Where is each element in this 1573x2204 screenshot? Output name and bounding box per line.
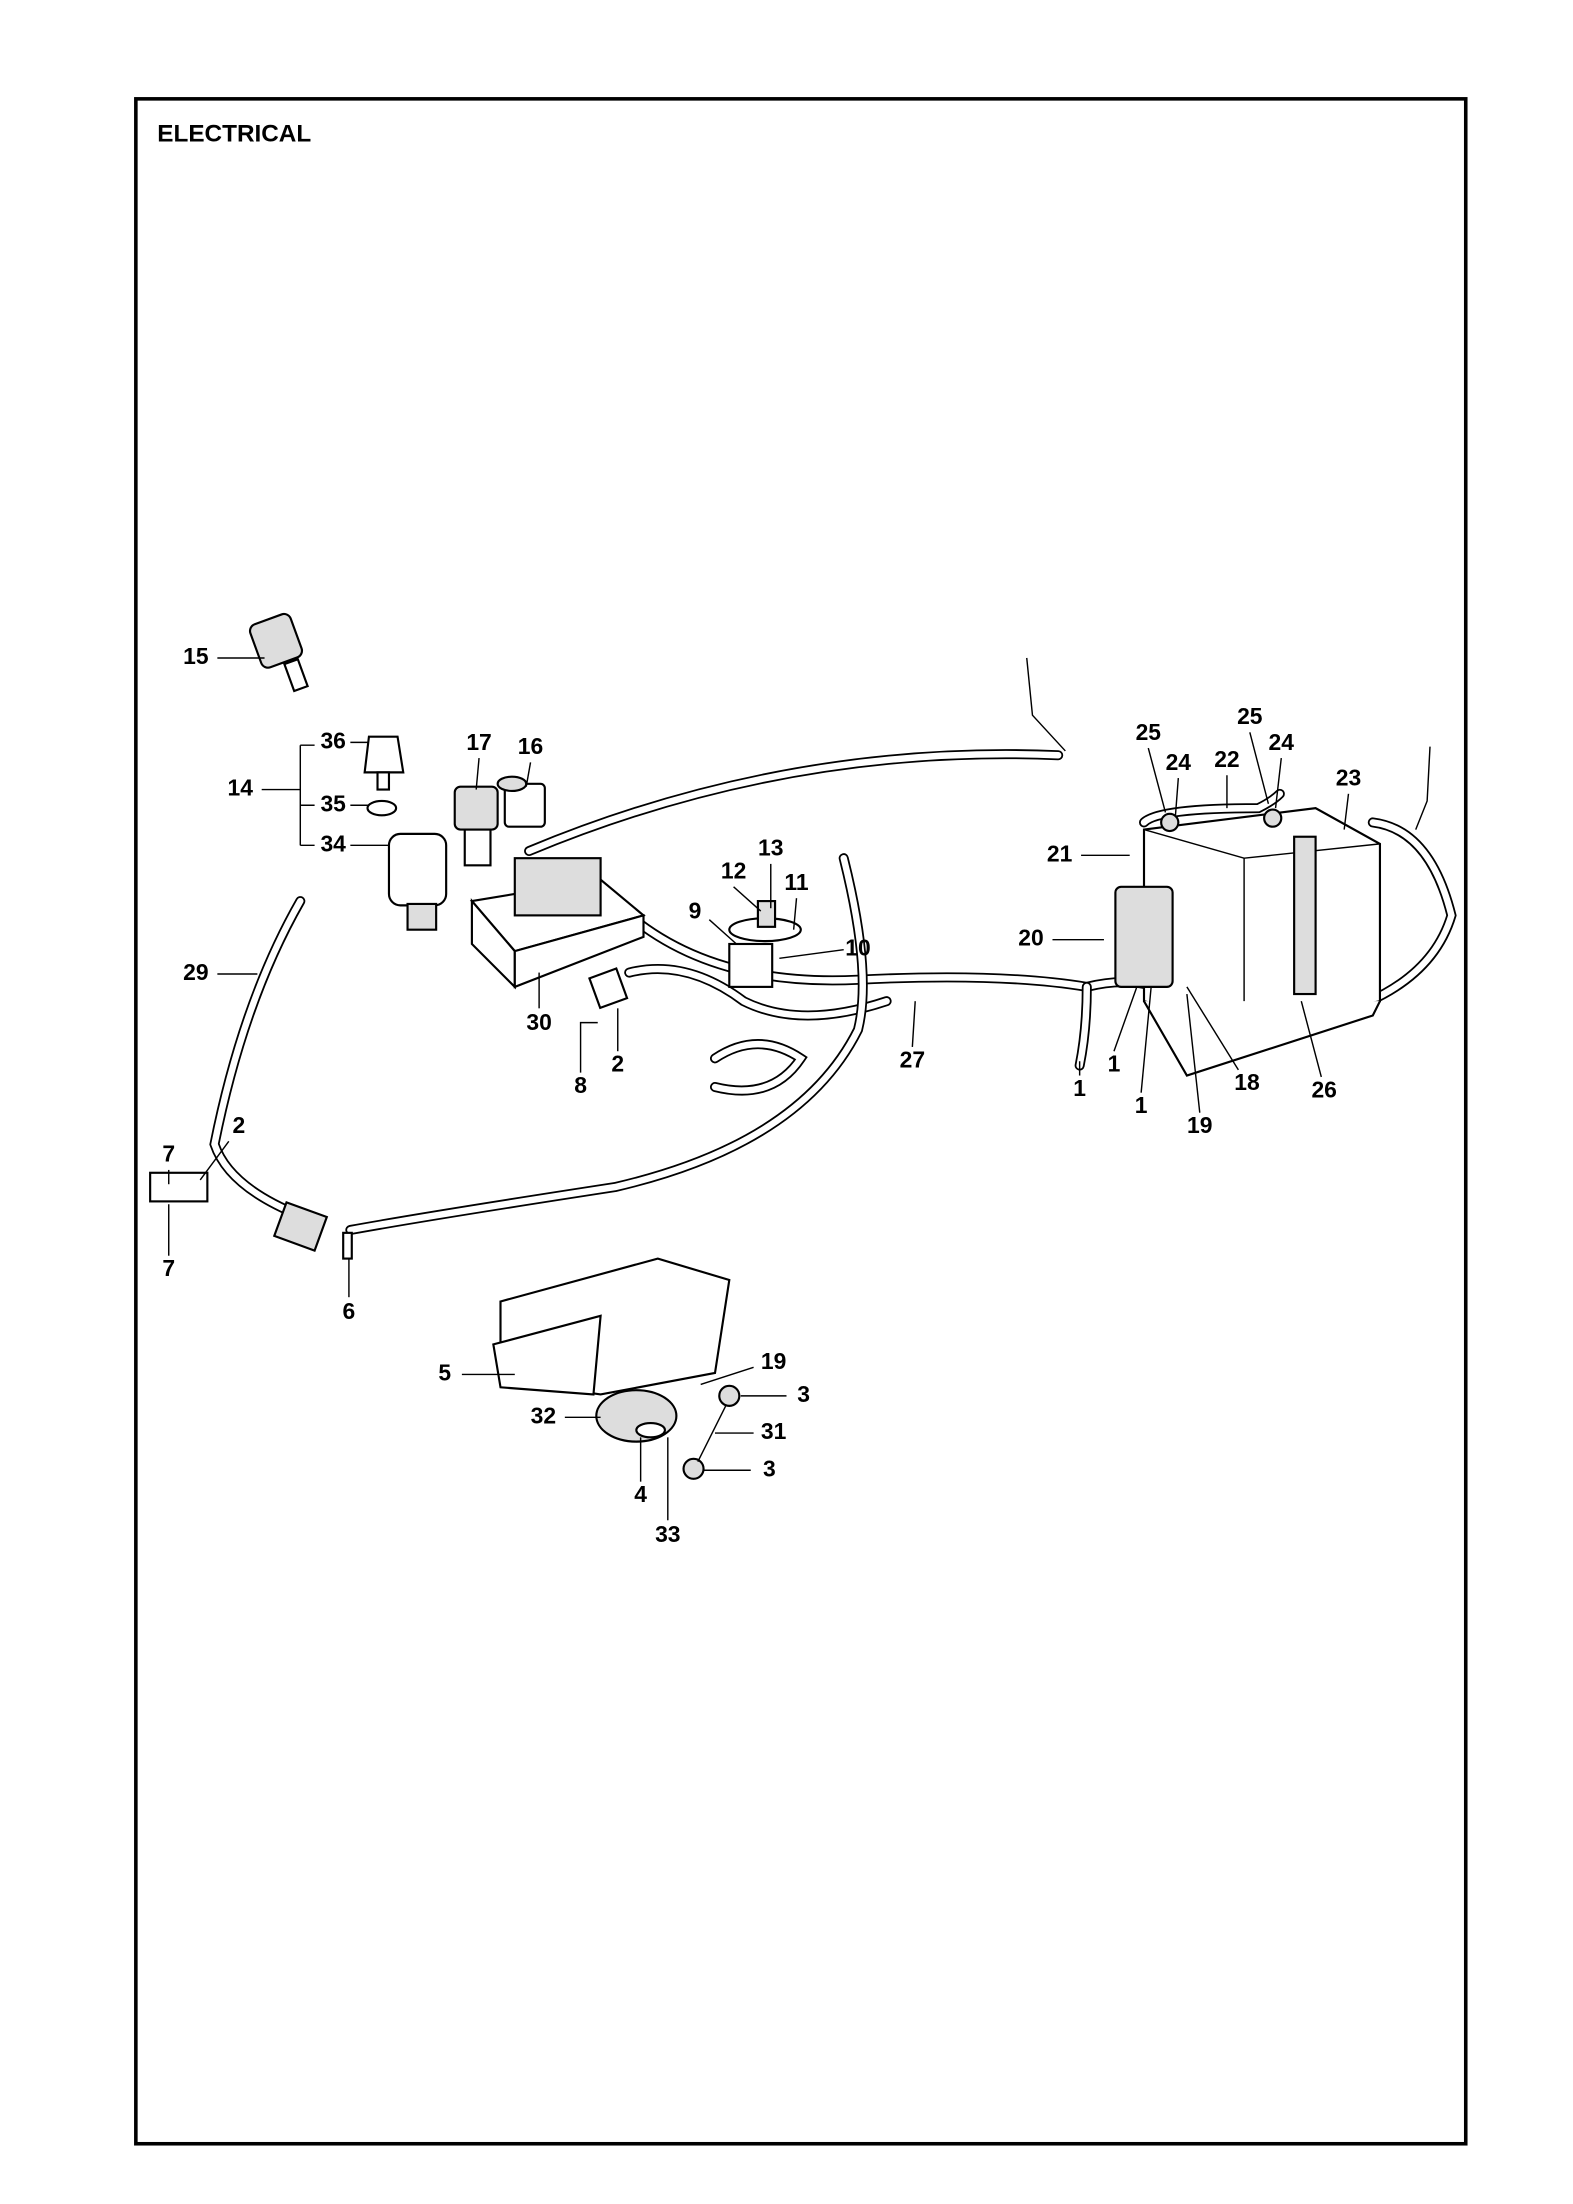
callout-6: 6 [343, 1298, 356, 1324]
callout-24: 24 [1166, 749, 1192, 775]
callout-3: 3 [797, 1381, 810, 1407]
connector-7 [149, 1171, 329, 1252]
callout-2: 2 [232, 1112, 245, 1138]
callout-18: 18 [1234, 1069, 1260, 1095]
callout-30: 30 [526, 1009, 551, 1035]
callout-31: 31 [761, 1418, 787, 1444]
callout-33: 33 [655, 1521, 680, 1547]
battery-cables-21-22 [1138, 788, 1285, 833]
callout-23: 23 [1336, 765, 1361, 791]
callout-12: 12 [721, 858, 746, 884]
ignition-switch-34 [387, 832, 448, 931]
callout-1: 1 [1135, 1092, 1148, 1118]
page-frame [134, 97, 1468, 2146]
callout-3: 3 [763, 1455, 776, 1481]
callout-7: 7 [162, 1255, 175, 1281]
callout-16: 16 [518, 733, 543, 759]
callout-1: 1 [1108, 1051, 1121, 1077]
relay-16 [496, 775, 546, 828]
callout-4: 4 [634, 1481, 647, 1507]
starter-relay-20 [1114, 885, 1174, 988]
callout-labels: 15 36 35 34 14 17 16 29 30 8 2 9 12 13 1… [162, 643, 1361, 1547]
callout-5: 5 [438, 1359, 451, 1385]
callout-27: 27 [900, 1046, 925, 1072]
callout-20: 20 [1018, 925, 1043, 951]
callout-24: 24 [1269, 729, 1295, 755]
callout-22: 22 [1214, 746, 1239, 772]
callout-9: 9 [689, 898, 702, 924]
callout-14: 14 [228, 775, 254, 801]
solenoid-9-13 [728, 900, 802, 988]
battery-tray-26 [1143, 1000, 1381, 1077]
callout-2: 2 [611, 1051, 624, 1077]
callout-19: 19 [1187, 1112, 1212, 1138]
callout-35: 35 [320, 790, 346, 816]
callout-36: 36 [320, 727, 345, 753]
leader-lines [168, 657, 1350, 1521]
page-title: ELECTRICAL [157, 121, 311, 148]
callout-10: 10 [845, 935, 870, 961]
callout-19: 19 [761, 1348, 786, 1374]
washer-35 [366, 799, 398, 817]
battery-23 [1142, 807, 1382, 1031]
callout-13: 13 [758, 835, 783, 861]
clip-6 [342, 1231, 353, 1260]
callout-29: 29 [183, 959, 208, 985]
ignition-key-15 [248, 612, 309, 693]
callout-8: 8 [574, 1072, 587, 1098]
callout-21: 21 [1047, 840, 1073, 866]
key-36 [363, 735, 405, 791]
callout-17: 17 [466, 729, 491, 755]
switch-8-2 [588, 967, 629, 1010]
callout-1: 1 [1073, 1075, 1086, 1101]
fuse-box-30 [469, 857, 646, 990]
callout-25: 25 [1136, 719, 1162, 745]
callout-32: 32 [531, 1402, 556, 1428]
callout-7: 7 [162, 1141, 175, 1167]
socket-17 [453, 785, 499, 867]
callout-11: 11 [784, 869, 808, 895]
callout-26: 26 [1311, 1076, 1336, 1102]
wiring-harness [209, 657, 1457, 1235]
seat-switch-assembly [492, 1257, 741, 1480]
callout-34: 34 [320, 830, 346, 856]
callout-25: 25 [1237, 703, 1263, 729]
callout-15: 15 [183, 643, 209, 669]
